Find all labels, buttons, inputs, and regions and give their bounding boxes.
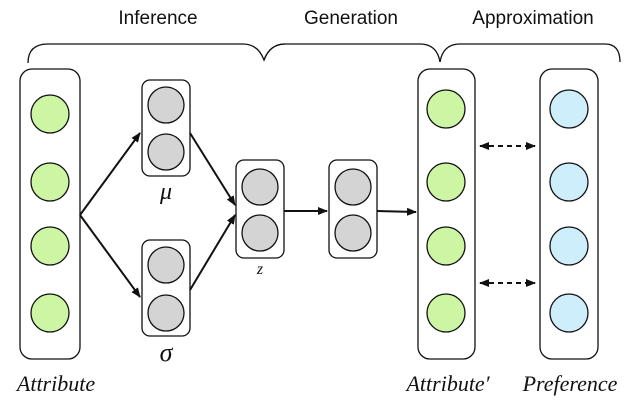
attribute-node <box>30 94 70 134</box>
inference-brace <box>27 43 286 64</box>
attribute-prime-node <box>426 162 466 202</box>
mu-node <box>147 133 185 171</box>
z-node <box>241 168 279 206</box>
arrow-sigma-to-z <box>189 214 236 291</box>
arrow-hidden-to-attribute-prime <box>376 207 417 216</box>
hidden-node <box>334 168 372 206</box>
preference-nodes <box>549 89 589 333</box>
attribute-nodes <box>30 94 70 333</box>
attribute-node <box>30 293 70 333</box>
mu-node <box>147 86 185 124</box>
attribute-caption: Attribute <box>15 371 95 396</box>
z-node <box>241 214 279 252</box>
attribute-prime-caption: Attribute′ <box>404 371 490 396</box>
attribute-node <box>30 162 70 202</box>
approximation-brace <box>439 43 621 63</box>
attribute-node <box>30 226 70 266</box>
inference-label: Inference <box>118 8 197 29</box>
preference-node <box>549 293 589 333</box>
preference-caption: Preference <box>522 371 618 396</box>
attribute-prime-nodes <box>426 89 466 333</box>
sigma-label: σ <box>160 338 174 367</box>
sigma-node <box>147 246 185 284</box>
generation-label: Generation <box>304 8 398 29</box>
attribute-prime-layer <box>417 68 476 360</box>
arrow-attribute-to-sigma <box>79 214 141 298</box>
arrow-mu-to-z <box>189 132 236 206</box>
mu-label: μ <box>159 179 172 205</box>
attribute-prime-node <box>426 226 466 266</box>
approximation-label: Approximation <box>472 8 593 29</box>
preference-node <box>549 226 589 266</box>
attribute-prime-node <box>426 89 466 129</box>
preference-node <box>549 89 589 129</box>
arrow-attribute-to-mu <box>79 132 141 216</box>
preference-node <box>549 162 589 202</box>
generation-brace <box>263 43 441 63</box>
z-label: z <box>256 261 264 278</box>
attribute-prime-node <box>426 293 466 333</box>
preference-layer <box>539 68 599 360</box>
hidden-node <box>334 214 372 252</box>
sigma-node <box>147 294 185 332</box>
